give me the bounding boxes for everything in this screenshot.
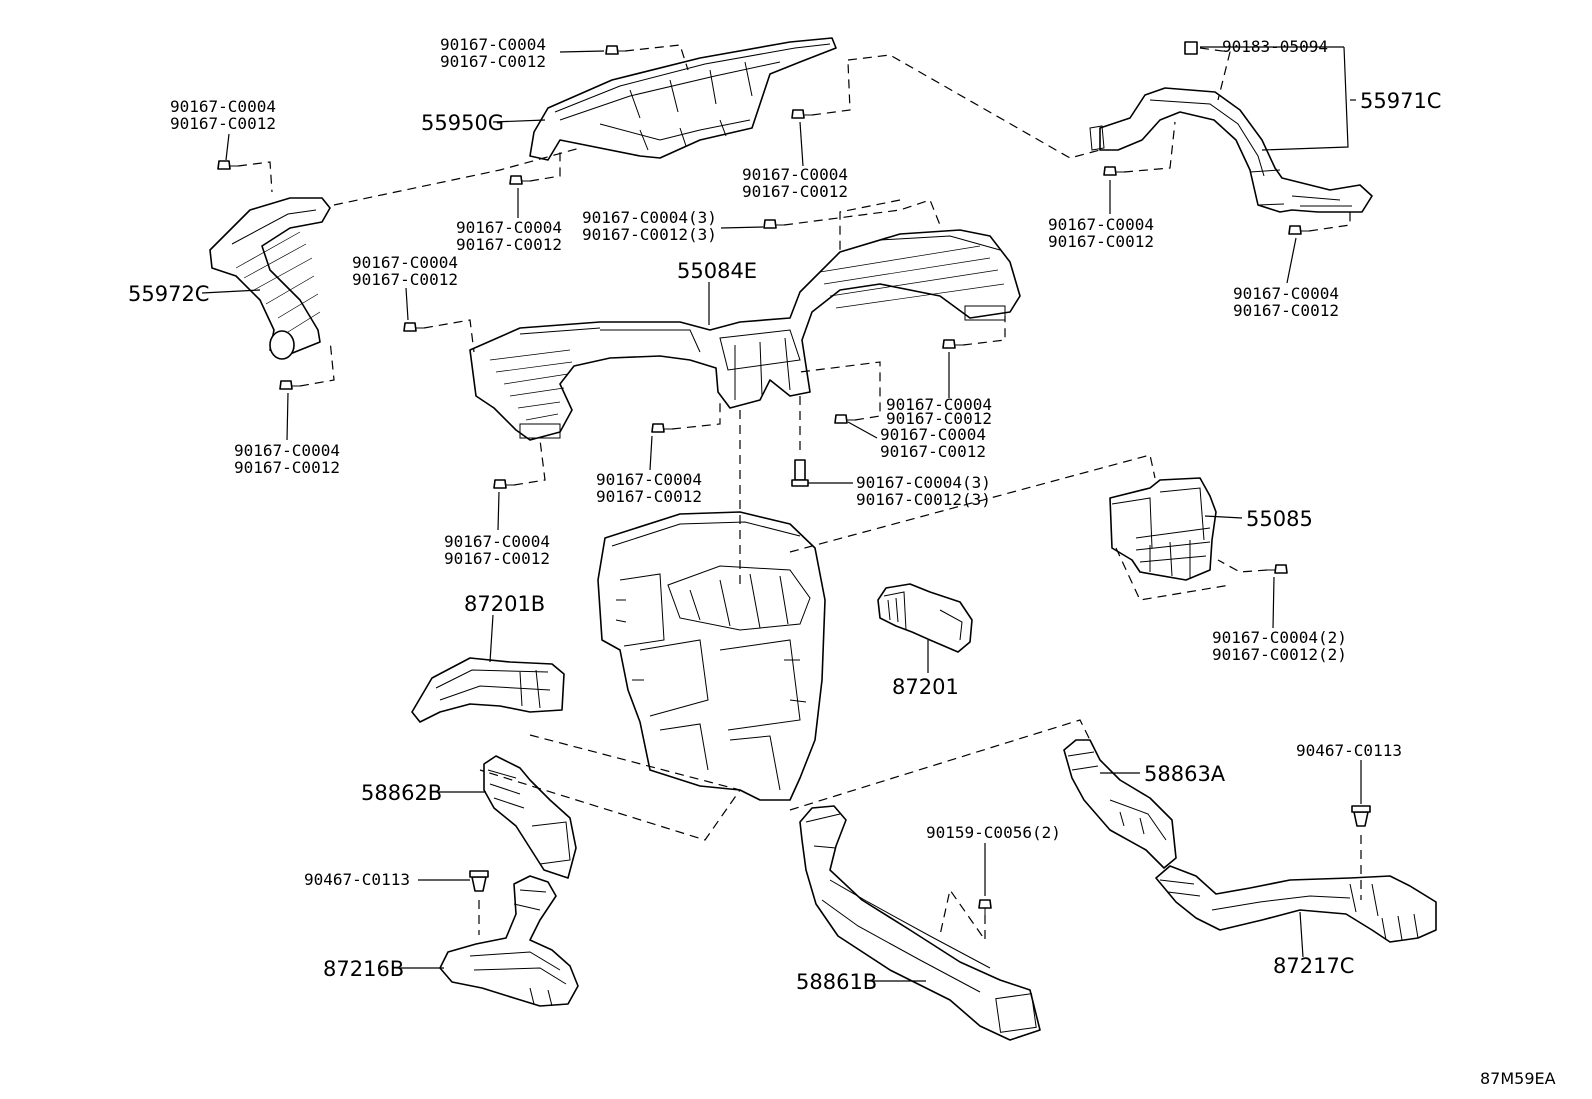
fastener-label: 90167-C0012 — [742, 182, 848, 201]
fastener-label: 90167-C0004 — [1048, 215, 1154, 234]
fastener-label: 90167-C0012 — [444, 549, 550, 568]
fastener-label: 90167-C0004 — [170, 97, 276, 116]
push-clip-icon — [469, 870, 489, 892]
fastener-label: 90167-C0012(2) — [1212, 645, 1347, 664]
part-number-87216b: 87216B — [323, 957, 404, 981]
heater-unit-drawing — [597, 511, 826, 801]
screw-icon — [1103, 166, 1124, 176]
part-number-55972c: 55972C — [128, 282, 209, 306]
fastener-label: 90167-C0012 — [352, 270, 458, 289]
screw-icon — [1288, 225, 1309, 235]
fastener-label: 90167-C0004 — [596, 470, 702, 489]
clip-icon — [1184, 41, 1198, 55]
fastener-label: 90167-C0004 — [1233, 284, 1339, 303]
fastener-label: 90167-C0004 — [456, 218, 562, 237]
fastener-label: 90167-C0004 — [440, 35, 546, 54]
fastener-label: 90167-C0004 — [352, 253, 458, 272]
part-number-58863a: 58863A — [1144, 762, 1226, 786]
fastener-label: 90167-C0012 — [880, 442, 986, 461]
part-87216b-drawing — [439, 875, 579, 1007]
fastener-label: 90167-C0012 — [1048, 232, 1154, 251]
fastener-label: 90467-C0113 — [304, 870, 410, 889]
fastener-label: 90167-C0004 — [880, 425, 986, 444]
part-55085-drawing — [1109, 477, 1217, 581]
part-87217c-drawing — [1155, 865, 1437, 943]
part-58861b-drawing — [799, 805, 1041, 1041]
fastener-label: 90467-C0113 — [1296, 741, 1402, 760]
screw-icon — [493, 479, 514, 489]
fasteners — [217, 41, 1371, 917]
part-87201b-drawing — [411, 657, 565, 723]
part-number-87217c: 87217C — [1273, 954, 1354, 978]
part-58863a-drawing — [1063, 739, 1177, 869]
fastener-label: 90167-C0004 — [444, 532, 550, 551]
illustration-code: 87M59EA — [1480, 1069, 1556, 1088]
part-number-58862b: 58862B — [361, 781, 442, 805]
fastener-label: 90183-05094 — [1222, 37, 1328, 56]
assembly-lines — [237, 44, 1362, 942]
fastener-label: 90167-C0012 — [170, 114, 276, 133]
screw-icon — [403, 322, 424, 332]
part-87201-drawing — [877, 583, 973, 653]
screw-icon — [279, 380, 300, 390]
part-55972c-drawing — [209, 197, 331, 360]
part-number-55950g: 55950G — [421, 111, 504, 135]
screw-icon — [509, 175, 530, 185]
screw-icon — [791, 109, 812, 119]
screw-icon — [217, 160, 238, 170]
part-labels: 55950G 55971C 55972C 55084E 55085 87201B… — [128, 89, 1441, 994]
part-55971c-drawing — [1089, 87, 1373, 213]
push-clip-icon — [1351, 805, 1371, 827]
fastener-label: 90167-C0004 — [886, 395, 992, 414]
part-55084e-drawing — [469, 229, 1021, 441]
fastener-label: 90167-C0004 — [234, 441, 340, 460]
part-number-55971c: 55971C — [1360, 89, 1441, 113]
fastener-label: 90167-C0012(3) — [856, 490, 991, 509]
screw-icon — [605, 45, 626, 55]
screw-icon — [942, 339, 963, 349]
fastener-label: 90167-C0012 — [886, 409, 992, 428]
screw-icon — [1267, 564, 1288, 574]
fastener-labels: 90167-C0004 90167-C0012 90167-C0004 9016… — [170, 35, 1402, 889]
part-number-87201b: 87201B — [464, 592, 545, 616]
bolt-icon — [791, 459, 809, 487]
fastener-label: 90167-C0004(3) — [582, 208, 717, 227]
fastener-label: 90167-C0004(3) — [856, 473, 991, 492]
screw-icon — [834, 414, 855, 424]
fastener-label: 90167-C0012 — [1233, 301, 1339, 320]
fastener-label: 90167-C0012(3) — [582, 225, 717, 244]
screw-icon — [978, 899, 992, 917]
fastener-label: 90167-C0004(2) — [1212, 628, 1347, 647]
fastener-label: 90167-C0012 — [234, 458, 340, 477]
part-number-58861b: 58861B — [796, 970, 877, 994]
fastener-label: 90159-C0056(2) — [926, 823, 1061, 842]
part-58862b-drawing — [483, 755, 577, 879]
screw-icon — [763, 219, 784, 229]
fastener-label: 90167-C0012 — [456, 235, 562, 254]
fastener-label: 90167-C0012 — [596, 487, 702, 506]
part-number-55085: 55085 — [1246, 507, 1313, 531]
fastener-label: 90167-C0012 — [440, 52, 546, 71]
part-number-55084e: 55084E — [677, 259, 757, 283]
part-number-87201: 87201 — [892, 675, 959, 699]
fastener-label: 90167-C0004 — [742, 165, 848, 184]
screw-icon — [651, 423, 672, 433]
leader-lines — [201, 46, 1362, 982]
